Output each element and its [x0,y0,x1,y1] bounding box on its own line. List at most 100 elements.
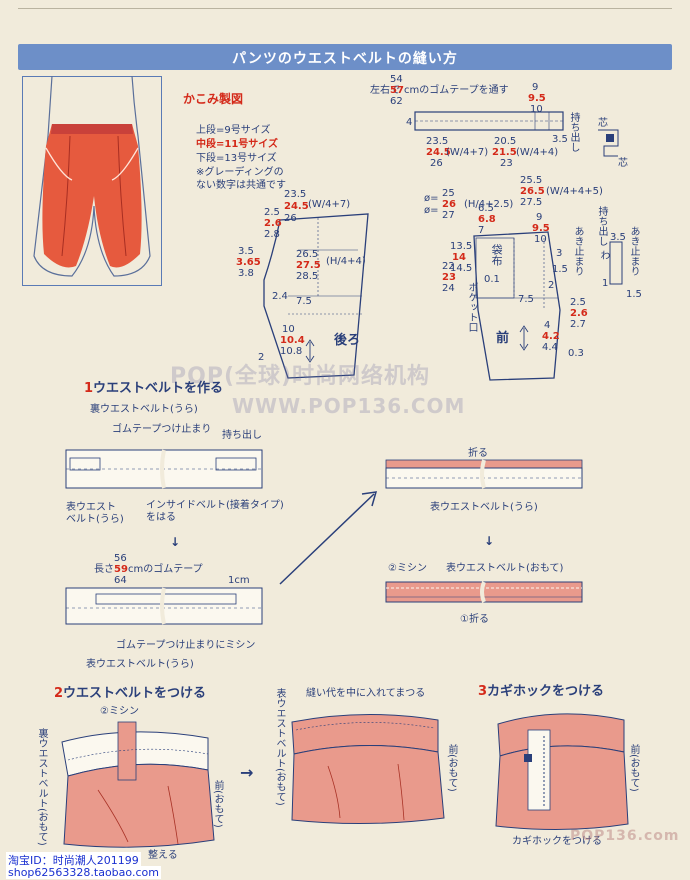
step2-sewing: ②ミシン [100,706,139,717]
belt-w2-formula: (W/4+4) [516,147,559,158]
step3-front: 前(おもて) [628,744,639,792]
front-phi-1: ø= [424,193,439,204]
step1-omote-belt-omote: 表ウエストベルト(おもて) [446,563,564,574]
size-bot: 下段=13号サイズ [196,153,277,164]
mid-omote-belt: 表ウエストベルト(おもて) [274,688,285,806]
front-dim-11: 7 [478,225,485,236]
step1-omote-belt-ura-2: 表ウエストベルト(うら) [86,659,194,670]
front-dim-3: 13.5 [450,241,473,252]
wa-label: わ [598,250,609,260]
front-dim-13: 26.5 [520,186,545,197]
akidomari-dim: 3.5 [610,232,626,243]
front-pattern-piece [473,231,561,381]
shin-1: 芯 [598,118,608,129]
step1-len-label: 長さ [94,564,114,575]
front-dim-17: 10 [534,234,547,245]
back-label: 後ろ [334,333,361,348]
step1-dim-1cm: 1cm [228,575,250,586]
page-title: パンツのウエストベルトの縫い方 [232,51,458,67]
front-dim-6: 22 [442,261,455,272]
title-banner: パンツのウエストベルトの縫い方 [18,44,672,70]
watermark-line1: POP(全球)时尚网络机构 [170,364,431,389]
size-mid: 中段=11号サイズ [196,139,278,150]
belt-label-left: 左右で [370,85,400,96]
step1-sewing-2: ②ミシン [388,563,427,574]
back-dim-7: 27.5 [296,260,321,271]
mochidashi-2: 持ち出し [596,206,607,246]
note-1: ※グレーディングの [196,167,284,178]
front-dim-0: 25 [442,188,455,199]
front-dim-24: 4.4 [542,342,558,353]
back-dim-4: 3.65 [236,257,261,268]
step1-sew-label: ゴムテープつけ止まりにミシン [116,640,256,651]
back-pattern-piece [263,213,369,379]
bag-label: 袋布 [490,244,504,266]
belt-cross-section [598,129,619,157]
step1-fold: 折る [468,448,488,459]
step2-waist-illustration [61,721,215,848]
back-dim-9: 2.4 [272,291,288,302]
step1-len-unit: cmのゴムテープ [128,564,203,575]
pocket-label: ポケット口 [466,282,477,332]
front-dim-12: 25.5 [520,175,543,186]
back-h-formula: (H/4+4) [326,256,366,267]
belt-dim-35: 3.5 [552,134,568,145]
back-dim-14: 2 [258,352,265,363]
back-dim-11: 10 [282,324,295,335]
front-dim-9: 6.5 [478,203,494,214]
belt-w2-c: 23 [500,158,513,169]
belt-len-9: 9 [532,82,539,93]
belt-pattern-strip [414,111,564,131]
step1-diagonal-arrow [279,491,378,585]
front-dim-5: 14.5 [450,263,473,274]
mid-fold-in: 縫い代を中に入れてまつる [306,688,426,699]
pants-illustration [33,75,151,277]
pattern-heading: かこみ製図 [183,92,244,106]
step1-omote-belt-ura-3: 表ウエストベルト(うら) [430,502,538,513]
belt-w-c: 26 [430,158,443,169]
front-dim-23: 4.2 [542,331,560,342]
step1-len-b: 59 [114,564,128,575]
belt-w-a: 23.5 [426,136,449,147]
akidomari-label: あき止まり [628,226,639,276]
front-dim-28: 1.5 [552,264,568,275]
front-dim-21: 2.7 [570,319,586,330]
belt-len-10: 10 [530,104,543,115]
front-label: 前 [496,331,510,346]
note-2: ない数字は共通です [196,180,286,191]
mochidashi-piece [609,241,623,285]
front-dim-2: 27 [442,210,455,221]
back-w-a: 23.5 [284,189,307,200]
step1-len-a: 56 [114,553,127,564]
step2-right-arrow: → [240,763,254,782]
belt-w-b: 24.5 [426,147,451,158]
step1-belt-c [385,459,583,489]
front-dim-10: 6.8 [478,214,496,225]
step1-len-c: 64 [114,575,127,586]
back-dim-5: 3.8 [238,268,254,279]
step1-fold-1: ①折る [460,614,489,625]
front-dim-27: 7.5 [518,294,534,305]
front-dim-7: 23 [442,272,456,283]
step3-hook: カギホックをつける [512,836,602,847]
back-dim-6: 26.5 [296,249,319,260]
step2-front: 前(おもて) [212,780,223,828]
back-dim-10: 7.5 [296,296,312,307]
step1-ura-belt: 裏ウエストベルト(うら) [90,404,198,415]
front-h-formula: (H/4+2.5) [464,199,514,210]
dim-1: 1 [602,278,609,289]
step1-omote-belt-ura: 表ウエスト ベルト(うら) [66,502,124,525]
back-w-b: 24.5 [284,201,309,212]
size-top: 上段=9号サイズ [196,125,271,136]
front-dim-19: 2.5 [570,297,586,308]
front-formula: (W/4+4+5) [546,186,603,197]
belt-len-95: 9.5 [528,93,546,104]
illustration-frame [22,76,162,286]
mid-front: 前(おもて) [446,744,457,792]
belt-w2-a: 20.5 [494,136,517,147]
belt-len-unit: cmのゴムテープを通す [404,85,509,96]
step1-down-arrow-2: ↓ [484,534,495,548]
back-w-c: 26 [284,213,297,224]
front-dim-15: 9 [536,212,543,223]
